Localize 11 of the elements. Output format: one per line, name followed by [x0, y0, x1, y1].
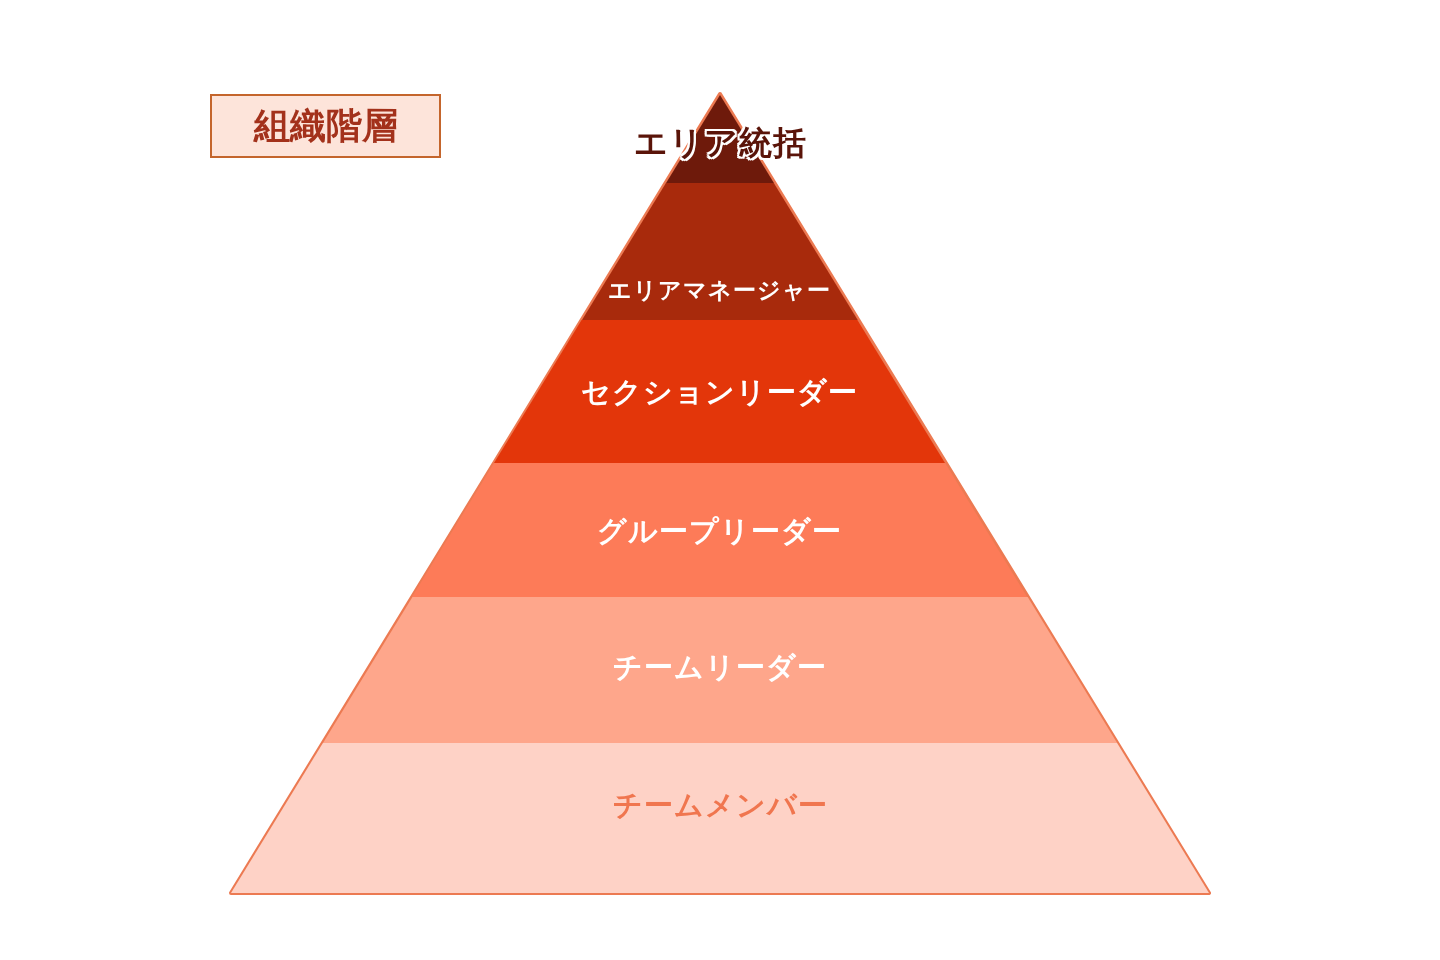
pyramid-tier: [412, 463, 1028, 597]
tier-label: グループリーダー: [597, 515, 843, 549]
pyramid-tier: [582, 183, 858, 320]
tier-label: チームメンバー: [612, 789, 828, 823]
tier-label: チームリーダー: [613, 651, 827, 685]
pyramid-tier: [494, 320, 946, 463]
pyramid-tier: [231, 743, 1209, 893]
tier-label: エリアマネージャー: [608, 276, 832, 304]
tier-label: セクションリーダー: [581, 376, 859, 410]
pyramid-tier: [322, 597, 1118, 743]
diagram-title: 組織階層: [210, 94, 441, 158]
